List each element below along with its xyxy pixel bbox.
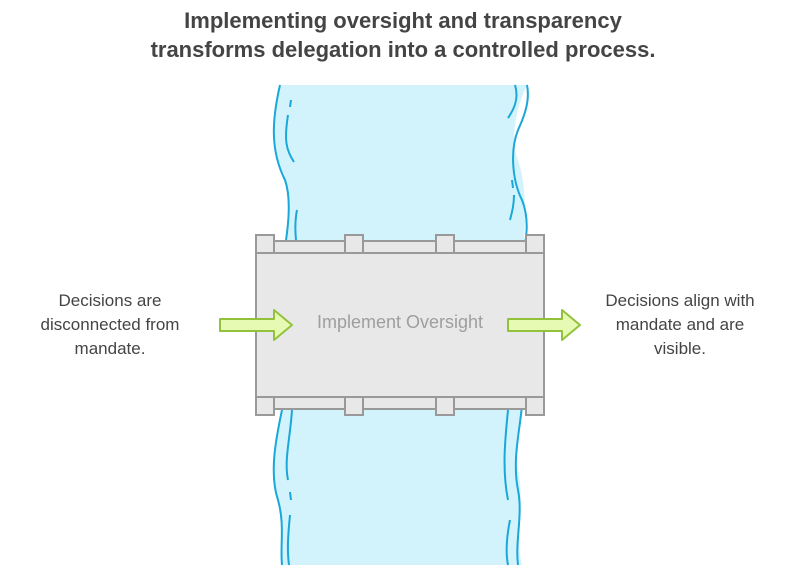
diagram-title: Implementing oversight and transparency … [0, 6, 806, 64]
bridge [255, 234, 545, 416]
output-arrow-icon [507, 309, 581, 341]
title-line-2: transforms delegation into a controlled … [150, 37, 656, 62]
output-label-line: mandate and are [615, 315, 745, 334]
title-line-1: Implementing oversight and transparency [184, 8, 622, 33]
input-label-line: mandate. [74, 339, 146, 358]
input-label-line: Decisions are [58, 291, 162, 310]
output-label-line: visible. [654, 339, 706, 358]
bridge-label: Implement Oversight [316, 312, 484, 332]
output-state-label: Decisions align with mandate and are vis… [588, 289, 772, 361]
output-label-line: Decisions align with [605, 291, 755, 310]
input-arrow-icon [219, 309, 293, 341]
input-state-label: Decisions are disconnected from mandate. [10, 289, 210, 361]
input-label-line: disconnected from [40, 315, 180, 334]
